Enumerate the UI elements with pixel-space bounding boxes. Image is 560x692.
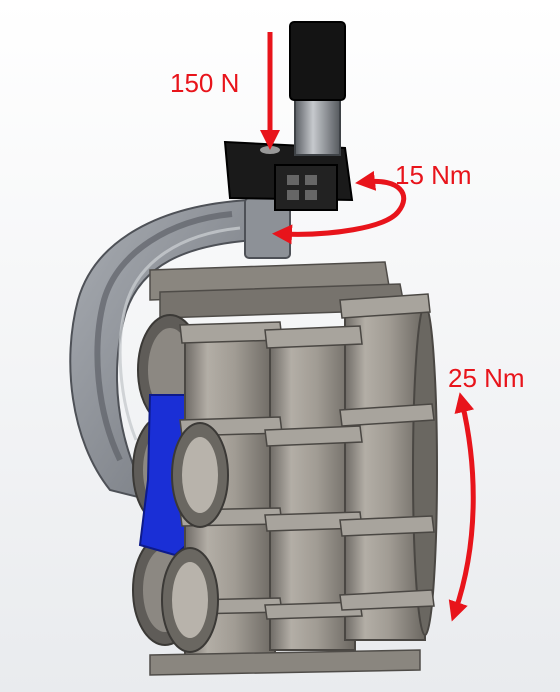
- motor-icon: [289, 21, 346, 156]
- curved-bracket-icon: [69, 197, 291, 502]
- wheel-torque-arrow: [448, 392, 476, 622]
- wheel-torque-label: 25 Nm: [448, 363, 525, 393]
- yaw-torque-label: 15 Nm: [395, 160, 472, 190]
- force-label: 150 N: [170, 68, 240, 98]
- paddle-drum-icon: [132, 261, 438, 676]
- yaw-torque-arrow: [272, 170, 407, 245]
